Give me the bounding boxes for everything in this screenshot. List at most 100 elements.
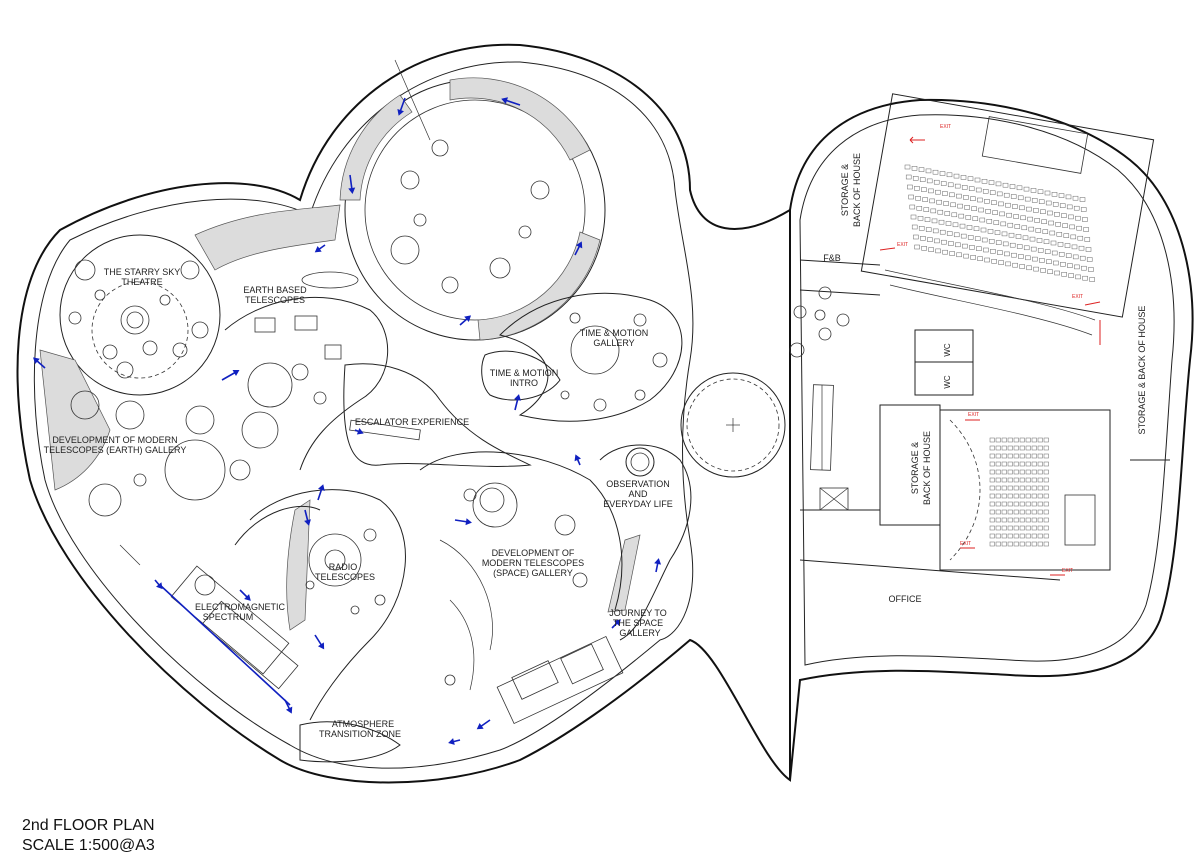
seat xyxy=(914,186,920,191)
label-storage-1: STORAGE & xyxy=(840,164,850,216)
seat xyxy=(955,242,961,248)
label-em: ELECTROMAGNETIC xyxy=(195,602,286,612)
label-journey-3: GALLERY xyxy=(619,628,660,638)
seat xyxy=(991,259,997,264)
seat xyxy=(1009,184,1016,189)
central-dome xyxy=(339,59,606,341)
label-escalator: ESCALATOR EXPERIENCE xyxy=(355,417,469,427)
seat xyxy=(950,202,956,208)
seat xyxy=(928,188,934,194)
circulation-arrow-head xyxy=(654,558,662,565)
seat xyxy=(987,229,994,234)
dev-space-gallery-zone xyxy=(419,451,623,691)
exit-label-5: EXIT xyxy=(960,541,971,547)
seat xyxy=(945,221,952,226)
seat xyxy=(1025,541,1031,547)
seat xyxy=(1063,233,1070,238)
seat xyxy=(1082,217,1088,222)
seat xyxy=(1019,509,1025,515)
seat xyxy=(1031,461,1037,467)
seat xyxy=(1033,266,1039,272)
seat xyxy=(1024,196,1031,202)
seat xyxy=(956,193,962,199)
seat xyxy=(1001,485,1007,491)
seat xyxy=(923,207,930,212)
seat xyxy=(1017,195,1024,201)
seat xyxy=(995,477,1001,483)
dev-earth-gallery-zone xyxy=(39,349,251,517)
circulation-arrow-head xyxy=(575,241,583,249)
seat xyxy=(961,185,968,190)
seat xyxy=(999,211,1005,217)
seat xyxy=(1007,469,1013,475)
seat xyxy=(967,235,974,240)
seat xyxy=(1037,477,1043,483)
seat xyxy=(1025,469,1031,475)
seat xyxy=(997,250,1003,255)
seat xyxy=(918,167,925,172)
circulation-arrow xyxy=(514,397,519,411)
seat xyxy=(1031,437,1037,443)
seat xyxy=(996,191,1003,197)
seat xyxy=(958,213,965,219)
seat xyxy=(995,517,1001,523)
circulation-arrow xyxy=(399,97,406,113)
seat xyxy=(1007,437,1013,443)
seat xyxy=(1033,208,1039,213)
seat xyxy=(1019,541,1025,547)
label-office: OFFICE xyxy=(889,594,922,604)
seat xyxy=(986,219,993,224)
seat xyxy=(1064,243,1071,248)
seat xyxy=(1086,257,1093,262)
seat xyxy=(1043,445,1049,451)
label-dev-space-2: MODERN TELESCOPES xyxy=(482,558,584,568)
seat xyxy=(1066,204,1073,210)
seat xyxy=(1013,493,1019,499)
label-time-motion-intro-2: INTRO xyxy=(510,378,538,388)
theatre-block-outline xyxy=(789,98,1194,781)
circulation-arrow-head xyxy=(465,518,472,526)
seat xyxy=(1001,437,1007,443)
circulation-arrow-head xyxy=(356,428,364,435)
seat xyxy=(1002,241,1009,247)
seat xyxy=(915,196,921,201)
seat xyxy=(1043,461,1049,467)
label-time-motion-gallery-2: GALLERY xyxy=(593,338,634,348)
label-time-motion-gallery: TIME & MOTION xyxy=(580,328,649,338)
seat xyxy=(1009,242,1016,248)
seat xyxy=(1007,222,1014,228)
seat xyxy=(1030,188,1037,193)
seat xyxy=(995,501,1001,507)
seat xyxy=(1013,517,1019,523)
label-atmosphere: ATMOSPHERE xyxy=(332,719,394,729)
observation-zone xyxy=(599,444,692,641)
seat xyxy=(1013,469,1019,475)
label-observation-2: AND xyxy=(628,489,648,499)
seat xyxy=(905,174,912,180)
seat xyxy=(1007,501,1013,507)
seat xyxy=(989,501,995,507)
journey-space-zone xyxy=(496,635,624,725)
label-observation: OBSERVATION xyxy=(606,479,670,489)
theatre-walls xyxy=(799,259,1170,581)
seat xyxy=(1052,202,1059,207)
seat xyxy=(1003,192,1010,198)
seat xyxy=(1058,252,1065,257)
seat xyxy=(995,509,1001,515)
seat xyxy=(991,200,997,205)
seat xyxy=(1019,517,1025,523)
seat xyxy=(1001,445,1007,451)
seat xyxy=(1036,238,1043,243)
seat xyxy=(1043,477,1049,483)
label-journey-2: THE SPACE xyxy=(613,618,663,628)
label-em-2: SPECTRUM xyxy=(203,612,254,622)
seat xyxy=(1026,265,1032,271)
seat xyxy=(989,461,995,467)
seat xyxy=(1001,517,1007,523)
seat xyxy=(1001,493,1007,499)
seat xyxy=(1031,198,1038,203)
label-wc-1: WC xyxy=(943,343,952,357)
seat xyxy=(1001,525,1007,531)
seat xyxy=(998,260,1004,265)
starry-sky-theatre xyxy=(59,234,221,396)
